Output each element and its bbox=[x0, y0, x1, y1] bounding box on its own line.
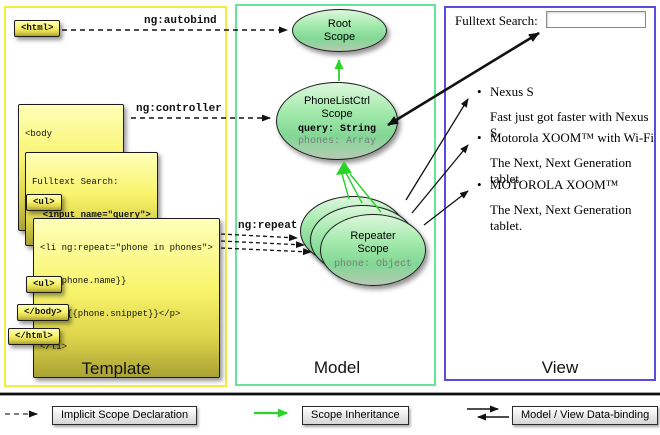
code-box-html-close: </html> bbox=[8, 328, 60, 345]
repeater-scope-label: Scope bbox=[357, 242, 389, 255]
root-scope-label: Scope bbox=[323, 30, 356, 43]
root-scope-ellipse: Root Scope bbox=[292, 9, 387, 52]
view-item-name: Motorola XOOM™ with Wi-Fi bbox=[477, 130, 655, 146]
model-panel-title: Model bbox=[313, 358, 361, 377]
repeater-scope-ellipse-front: Repeater Scope phone: Object bbox=[320, 214, 426, 286]
repeater-scope-label: Repeater bbox=[350, 229, 396, 242]
view-item-snippet: The Next, Next Generation tablet. bbox=[490, 202, 632, 233]
ctrl-scope-label: Scope bbox=[321, 107, 353, 120]
ctrl-scope-prop-query: query: String bbox=[297, 123, 376, 135]
legend-scope-inheritance-box: Scope Inheritance bbox=[302, 406, 409, 425]
code-box-html-open: <html> bbox=[14, 20, 61, 37]
view-item-name: Nexus S bbox=[477, 84, 655, 100]
legend-implicit-scope-box: Implicit Scope Declaration bbox=[52, 406, 198, 425]
code-line: <li ng:repeat="phone in phones"> bbox=[40, 243, 213, 253]
code-box-ul-open: <ul> bbox=[26, 194, 62, 211]
model-panel bbox=[235, 4, 436, 386]
view-item-name: MOTOROLA XOOM™ bbox=[477, 177, 655, 193]
code-line: <input name="query"> bbox=[32, 210, 151, 220]
phonelistctrl-scope-ellipse: PhoneListCtrl Scope query: String phones… bbox=[276, 82, 398, 160]
ng-autobind-label: ng:autobind bbox=[144, 15, 217, 27]
code-line: {{phone.name}} bbox=[40, 276, 127, 286]
view-search-input[interactable] bbox=[546, 11, 646, 28]
view-search-label: Fulltext Search: bbox=[455, 13, 538, 28]
view-panel-title: View bbox=[541, 358, 579, 377]
view-item-xoom: MOTOROLA XOOM™ The Next, Next Generation… bbox=[477, 177, 655, 234]
code-line: <body bbox=[25, 129, 53, 139]
ng-repeat-label: ng:repeat bbox=[238, 220, 298, 232]
code-box-li-repeat: <li ng:repeat="phone in phones"> {{phone… bbox=[33, 218, 220, 378]
legend-data-binding-box: Model / View Data-binding bbox=[512, 406, 659, 425]
repeater-scope-prop-phone: phone: Object bbox=[333, 258, 412, 270]
ng-controller-label: ng:controller bbox=[136, 103, 222, 115]
root-scope-label: Root bbox=[327, 17, 352, 30]
code-line: <p>{{phone.snippet}}</p> bbox=[40, 309, 181, 319]
template-panel-title: Template bbox=[81, 359, 151, 378]
code-box-ul-close: <ul> bbox=[26, 276, 62, 293]
code-line: Fulltext Search: bbox=[32, 177, 119, 187]
ctrl-scope-label: PhoneListCtrl bbox=[303, 94, 371, 107]
ctrl-scope-prop-phones: phones: Array bbox=[297, 135, 376, 147]
code-box-body-close: </body> bbox=[17, 304, 69, 321]
code-line: </li> bbox=[40, 342, 68, 352]
